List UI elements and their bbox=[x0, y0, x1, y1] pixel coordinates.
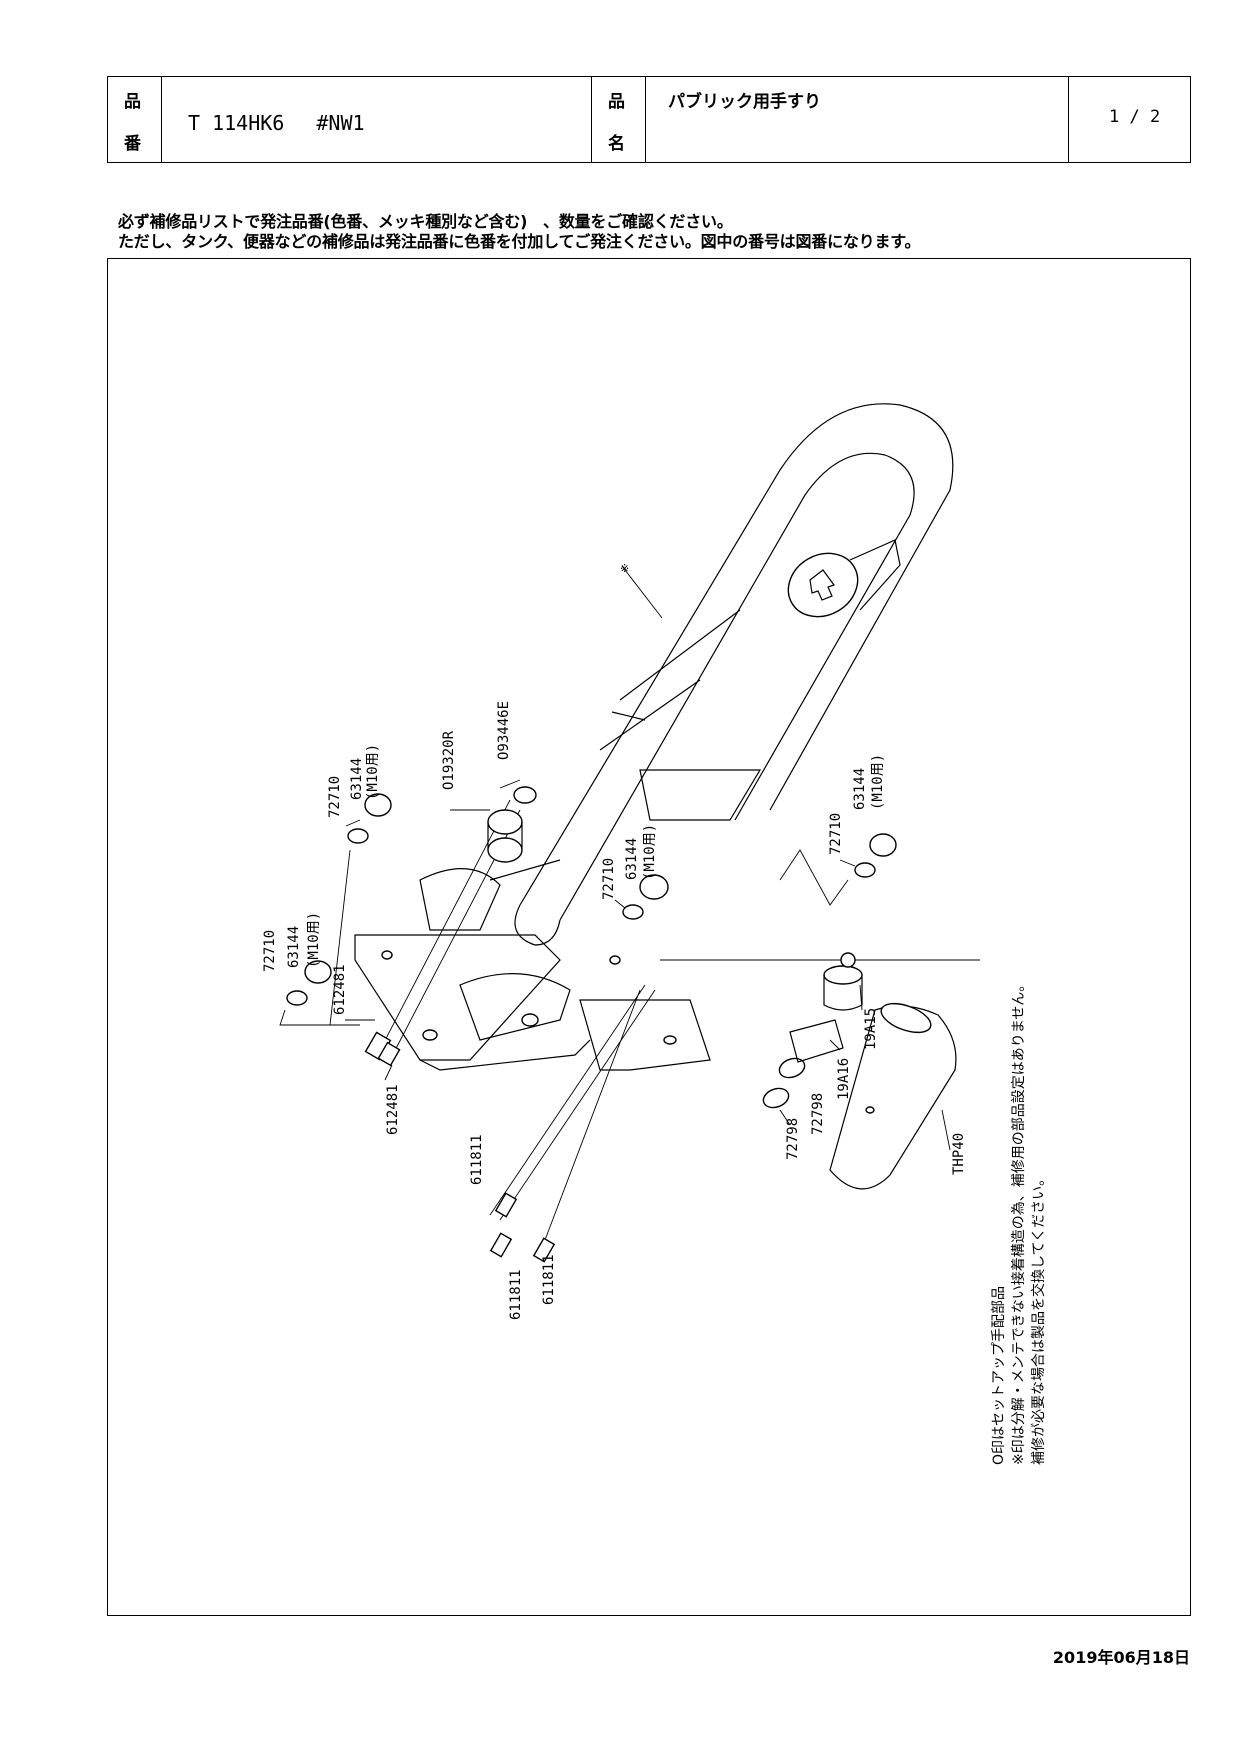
label-611811-a: 611811 bbox=[469, 1134, 485, 1185]
label-93446e: O93446E bbox=[496, 701, 512, 760]
label-63144-a: 63144 bbox=[349, 758, 365, 800]
product-name-label-2: 名 bbox=[608, 134, 625, 154]
spacer-collar bbox=[487, 786, 537, 863]
mounting-screws bbox=[364, 799, 656, 1263]
product-number-label-1: 品 bbox=[124, 92, 141, 112]
instruction-line-2: ただし、タンク、便器などの補修品は発注品番に色番を付加してご発注ください。図中の… bbox=[118, 232, 921, 251]
handrail-body bbox=[489, 403, 954, 946]
note-line-3: 補修が必要な場合は製品を交換してください。 bbox=[1030, 1172, 1047, 1465]
label-72710-c: 72710 bbox=[601, 858, 617, 900]
label-thp40: THP40 bbox=[951, 1133, 967, 1175]
label-19a15: 19A15 bbox=[863, 1008, 879, 1050]
product-number-label-cell: 品 番 bbox=[108, 77, 162, 162]
label-611811-c: 611811 bbox=[541, 1254, 557, 1305]
leader-lines bbox=[345, 565, 951, 1151]
product-number-label-2: 番 bbox=[124, 134, 141, 154]
title-block: 品 番 T 114HK6 #NW1 品 名 パブリック用手すり 1 / 2 bbox=[107, 76, 1191, 163]
product-name-label-1: 品 bbox=[608, 92, 625, 112]
product-number: T 114HK6 #NW1 bbox=[188, 111, 365, 135]
label-63144-c: 63144 bbox=[624, 838, 640, 880]
label-72798-a: 72798 bbox=[785, 1118, 801, 1160]
label-612481-a: 612481 bbox=[332, 964, 348, 1015]
product-name-cell: パブリック用手すり bbox=[646, 77, 1069, 162]
page-cell: 1 / 2 bbox=[1069, 77, 1190, 162]
label-m10-c: (M10用) bbox=[642, 824, 658, 880]
nut-washer-set-a bbox=[329, 793, 392, 1026]
ring-parts bbox=[762, 952, 957, 1190]
label-19320r: O19320R bbox=[441, 730, 457, 790]
label-m10-a: (M10用) bbox=[365, 744, 381, 800]
label-m10-d: (M10用) bbox=[870, 754, 886, 810]
base-plate-right bbox=[579, 955, 980, 1071]
label-72710-d: 72710 bbox=[828, 813, 844, 855]
label-m10-b: (M10用) bbox=[306, 912, 322, 968]
product-name-label-cell: 品 名 bbox=[592, 77, 646, 162]
instruction-line-1: 必ず補修品リストで発注品番(色番、メッキ種別など含む) 、数量をご確認ください。 bbox=[118, 212, 733, 231]
label-asterisk: ※ bbox=[620, 562, 629, 575]
diagram-notes: O印はセットアップ手配部品 ※印は分解・メンテできない接着構造の為、補修用の部品… bbox=[991, 978, 1047, 1465]
product-name: パブリック用手すり bbox=[668, 92, 821, 112]
label-72710-a: 72710 bbox=[327, 776, 343, 818]
issue-date: 2019年06月18日 bbox=[1052, 1648, 1190, 1667]
label-72710-b: 72710 bbox=[262, 930, 278, 972]
label-72798-b: 72798 bbox=[810, 1093, 826, 1135]
part-labels: ※ 72710 63144 (M10用) O19320R O93446E 727… bbox=[262, 562, 967, 1320]
label-19a16: 19A16 bbox=[836, 1058, 852, 1100]
nut-washer-set-d bbox=[779, 833, 897, 906]
page-number: 1 / 2 bbox=[1109, 107, 1161, 127]
label-612481-b: 612481 bbox=[385, 1084, 401, 1135]
label-63144-d: 63144 bbox=[852, 768, 868, 810]
nut-washer-set-b bbox=[279, 960, 360, 1026]
label-63144-b: 63144 bbox=[286, 926, 302, 968]
base-plate-left bbox=[354, 868, 591, 1071]
note-line-2: ※印は分解・メンテできない接着構造の為、補修用の部品設定はありません。 bbox=[1010, 978, 1027, 1465]
end-cap bbox=[787, 539, 901, 618]
label-611811-b: 611811 bbox=[508, 1269, 524, 1320]
product-number-cell: T 114HK6 #NW1 bbox=[162, 77, 592, 162]
nut-washer-set-c bbox=[622, 874, 669, 920]
note-line-1: O印はセットアップ手配部品 bbox=[991, 1286, 1007, 1465]
diagram-frame bbox=[107, 258, 1191, 1616]
